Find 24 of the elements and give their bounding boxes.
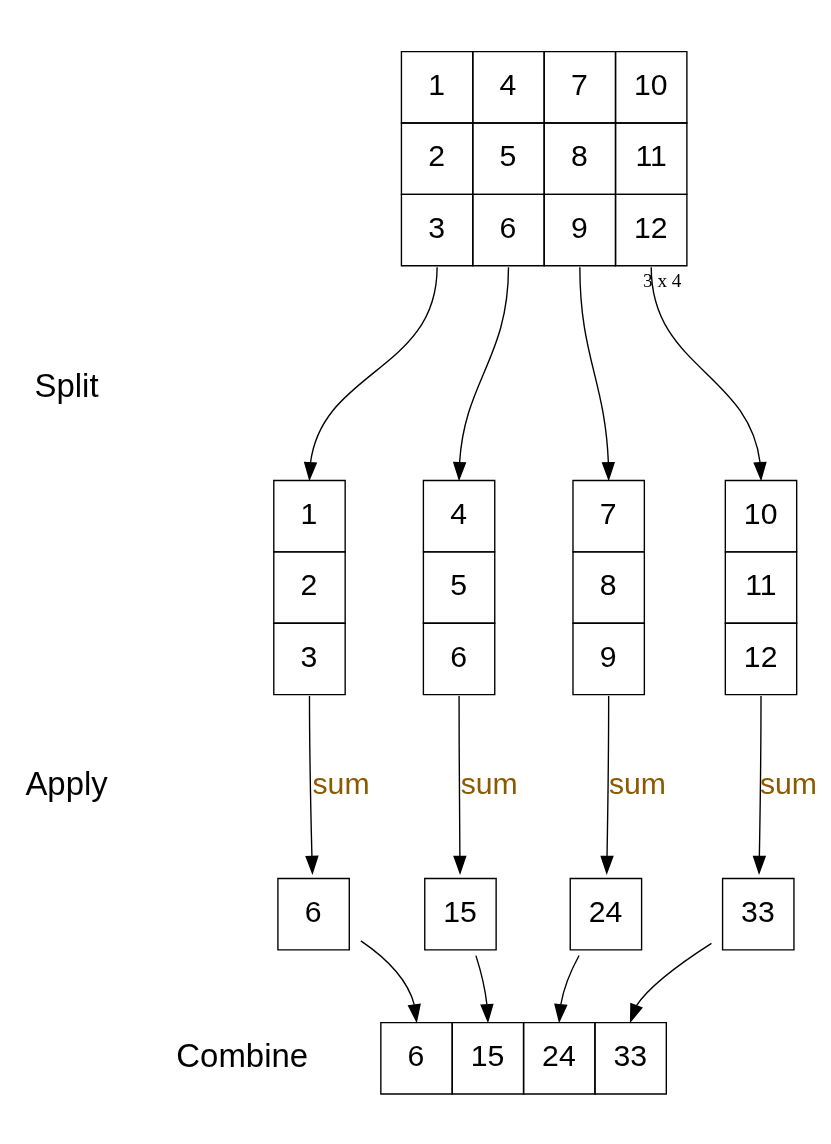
node-box: 24 bbox=[569, 877, 643, 951]
node-box: 15 bbox=[424, 877, 497, 951]
arrow bbox=[475, 954, 494, 1023]
node-box: 33 bbox=[721, 877, 795, 951]
label: Apply bbox=[25, 764, 108, 802]
edge-label: sum bbox=[460, 766, 518, 800]
node-box: 6 bbox=[277, 877, 350, 951]
arrow bbox=[453, 694, 467, 875]
label: Split bbox=[34, 366, 99, 404]
arrow bbox=[360, 939, 421, 1023]
arrow bbox=[629, 942, 713, 1023]
arrow bbox=[650, 265, 767, 481]
edge-label: sum bbox=[759, 766, 817, 800]
edge-label: sum bbox=[608, 766, 666, 800]
label: Combine bbox=[176, 1036, 309, 1074]
edge-label: sum bbox=[312, 766, 370, 800]
arrow bbox=[579, 265, 616, 481]
arrow bbox=[600, 694, 614, 875]
arrow bbox=[452, 265, 510, 481]
arrow bbox=[305, 694, 319, 875]
arrow bbox=[554, 954, 580, 1023]
node-label: 3 x 4 bbox=[642, 269, 682, 291]
arrow bbox=[303, 265, 438, 481]
arrow bbox=[752, 694, 767, 875]
